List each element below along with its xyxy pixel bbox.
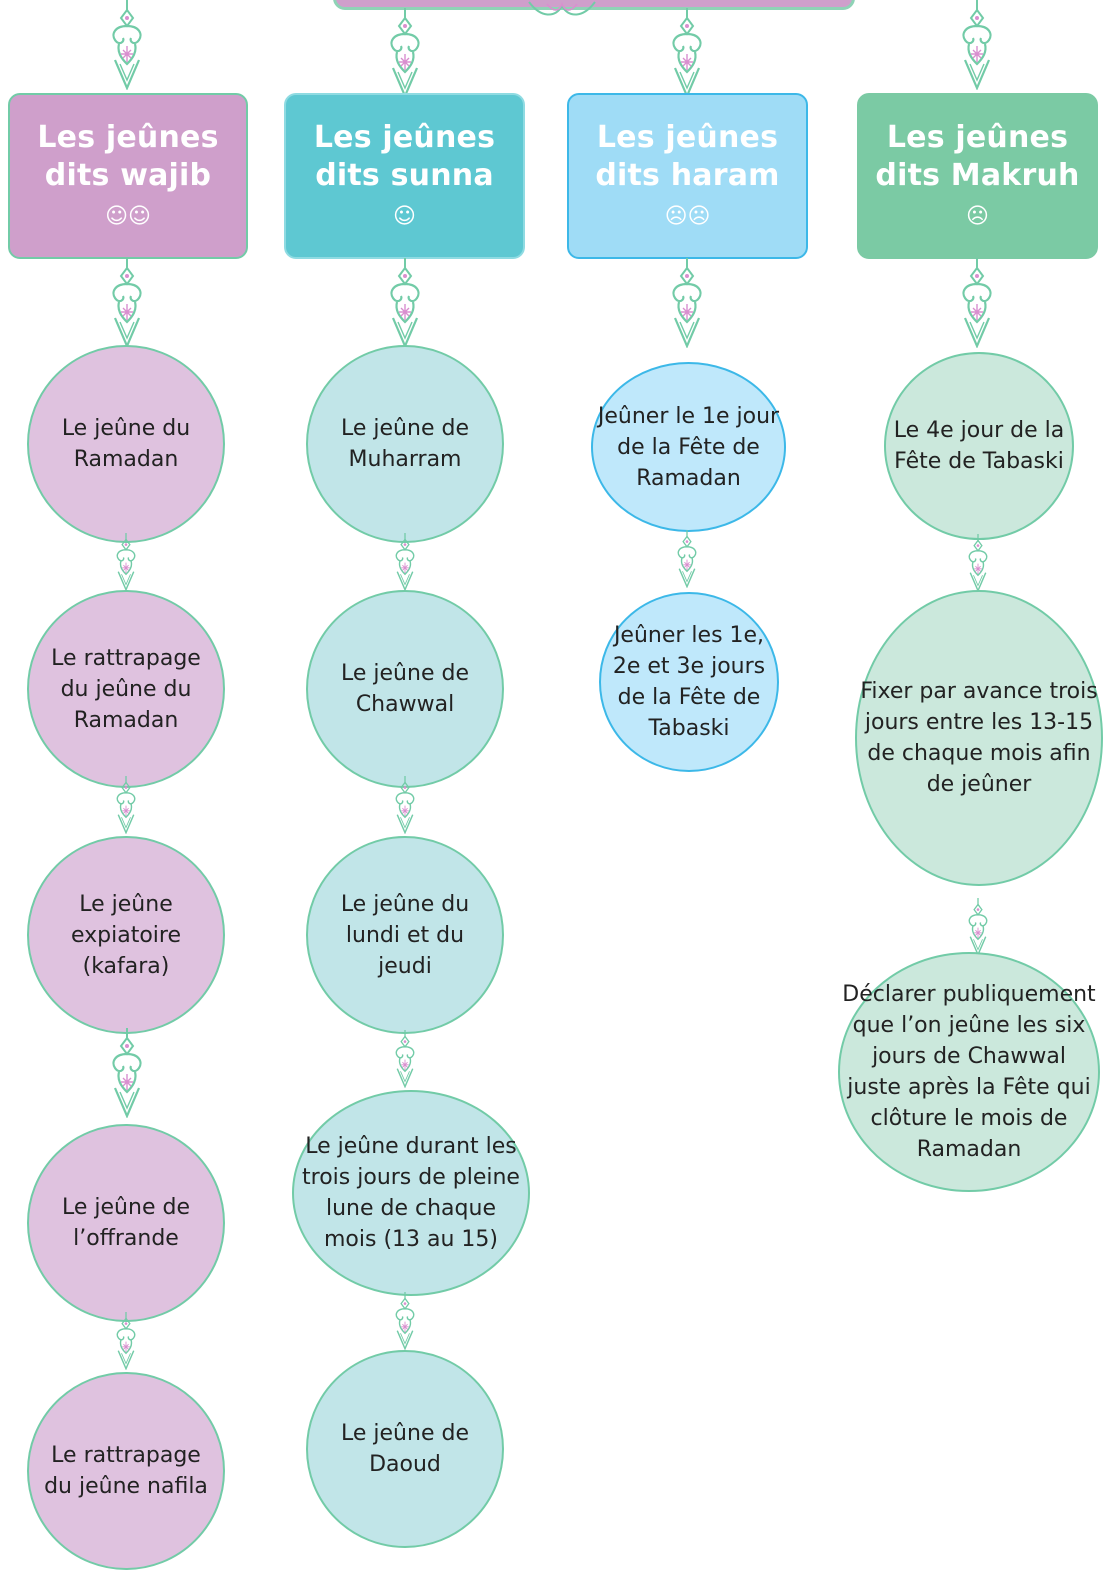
- arabesque-connector-icon: [105, 0, 149, 90]
- header-sunna: Les jeûnes dits sunna ☺: [284, 93, 525, 259]
- smiley-icon: ☺☺: [105, 204, 151, 229]
- node-wajib: Le jeûne du Ramadan: [27, 345, 225, 543]
- header-wajib: Les jeûnes dits wajib ☺☺: [8, 93, 248, 259]
- arabesque-connector-icon: [962, 534, 994, 592]
- arabesque-connector-icon: [665, 258, 709, 348]
- header-haram: Les jeûnes dits haram ☹☹: [567, 93, 808, 259]
- arabesque-connector-icon: [383, 258, 427, 348]
- arabesque-connector-icon: [110, 776, 142, 834]
- arabesque-connector-icon: [110, 1312, 142, 1370]
- banner-flourish-icon: [528, 1, 596, 16]
- arabesque-connector-icon: [389, 1030, 421, 1088]
- header-title: Les jeûnes dits haram: [595, 120, 780, 193]
- node-wajib: Le jeûne expiatoire (kafara): [27, 836, 225, 1034]
- arabesque-connector-icon: [389, 1292, 421, 1350]
- header-title: Les jeûnes dits Makruh: [875, 120, 1080, 193]
- node-sunna: Le jeûne du lundi et du jeudi: [306, 836, 504, 1034]
- arabesque-connector-icon: [955, 0, 999, 90]
- arabesque-connector-icon: [955, 258, 999, 348]
- node-sunna: Le jeûne de Muharram: [306, 345, 504, 543]
- frown-icon: ☹: [966, 204, 989, 229]
- arabesque-connector-icon: [962, 898, 994, 956]
- node-wajib: Le jeûne de l’offrande: [27, 1124, 225, 1322]
- frown-icon: ☹☹: [664, 204, 711, 229]
- smiley-icon: ☺: [393, 204, 416, 229]
- node-wajib: Le rattrapage du jeûne nafila: [27, 1372, 225, 1570]
- node-sunna: Le jeûne de Daoud: [306, 1350, 504, 1548]
- node-sunna: Le jeûne de Chawwal: [306, 590, 504, 788]
- node-wajib: Le rattrapage du jeûne du Ramadan: [27, 590, 225, 788]
- arabesque-connector-icon: [665, 8, 709, 98]
- arabesque-connector-icon: [105, 1028, 149, 1118]
- arabesque-connector-icon: [105, 258, 149, 348]
- node-makruh: Déclarer publiquement que l’on jeûne les…: [838, 952, 1100, 1192]
- arabesque-connector-icon: [389, 533, 421, 591]
- arabesque-connector-icon: [671, 530, 703, 588]
- arabesque-connector-icon: [110, 533, 142, 591]
- node-haram: Jeûner le 1e jour de la Fête de Ramadan: [591, 362, 786, 532]
- node-makruh: Fixer par avance trois jours entre les 1…: [855, 590, 1103, 886]
- arabesque-connector-icon: [389, 776, 421, 834]
- node-sunna: Le jeûne durant les trois jours de plein…: [292, 1090, 530, 1296]
- arabesque-connector-icon: [383, 8, 427, 98]
- node-makruh: Le 4e jour de la Fête de Tabaski: [884, 352, 1074, 540]
- header-title: Les jeûnes dits wajib: [37, 120, 219, 193]
- header-title: Les jeûnes dits sunna: [313, 120, 496, 193]
- node-haram: Jeûner les 1e, 2e et 3e jours de la Fête…: [599, 592, 779, 772]
- header-makruh: Les jeûnes dits Makruh ☹: [857, 93, 1098, 259]
